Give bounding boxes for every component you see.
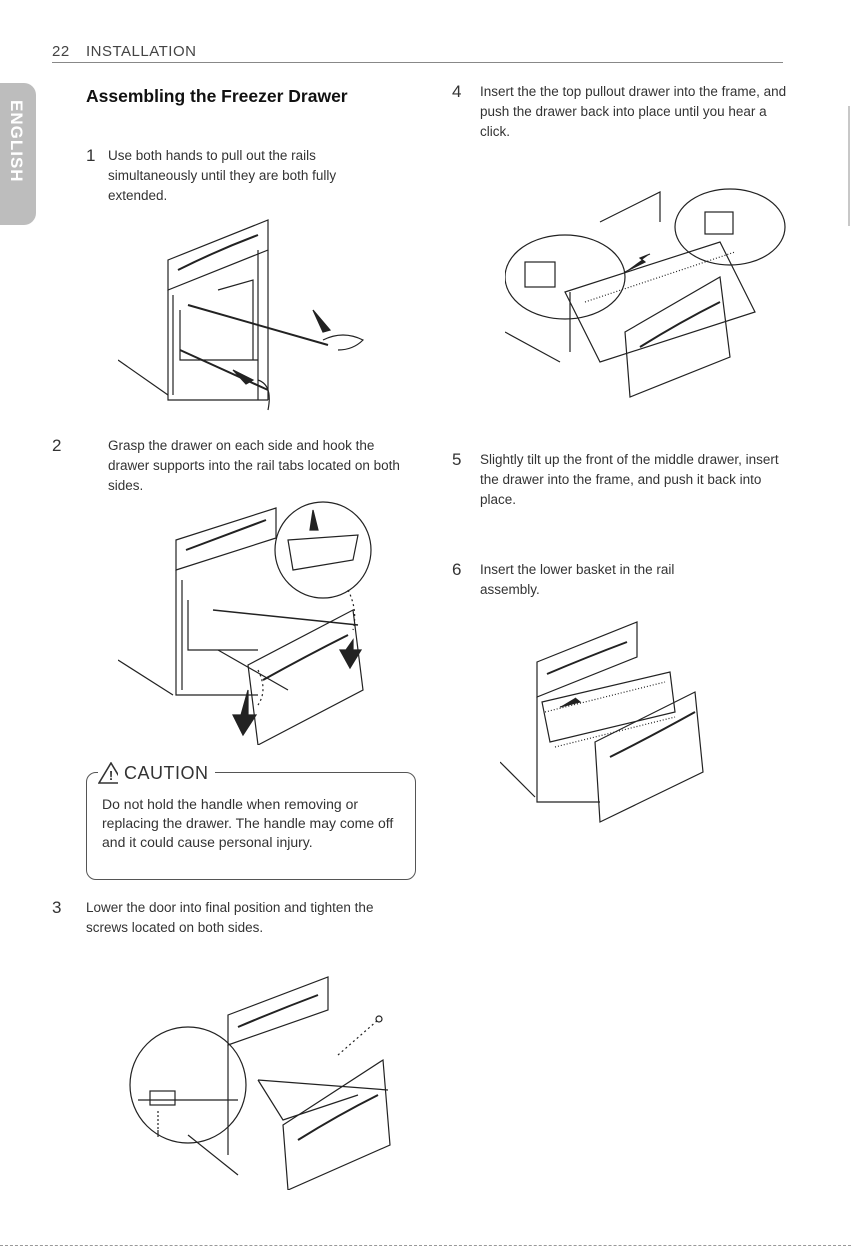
rails-extended-illustration [118,219,365,411]
section-title: INSTALLATION [86,43,197,60]
step-text: Slightly tilt up the front of the middle… [480,452,779,507]
step-number: 6 [452,560,462,579]
step-number: 2 [52,436,62,455]
language-tab-label: ENGLISH [7,100,26,183]
warning-icon: ! [98,762,124,784]
insert-top-drawer-illustration [505,188,786,398]
caution-heading: CAUTION [118,763,215,784]
caution-text: Do not hold the handle when removing or … [102,796,394,850]
step-text: Insert the lower basket in the rail asse… [480,562,675,597]
page-bottom-border [0,1245,851,1246]
tighten-screws-illustration [129,976,391,1190]
page-title: Assembling the Freezer Drawer [86,86,348,106]
language-tab: ENGLISH [0,83,36,225]
insert-lower-basket-illustration [500,621,704,823]
caution-box [86,772,416,880]
step-text: Use both hands to pull out the rails sim… [108,148,337,203]
step-text: Insert the the top pullout drawer into t… [480,84,787,139]
step-text: Grasp the drawer on each side and hook t… [108,438,400,493]
step-number: 4 [452,82,462,101]
step-number: 5 [452,450,462,469]
step-number: 1 [86,146,96,165]
page-number: 22 [52,43,70,60]
hook-drawer-supports-illustration [118,501,372,745]
step-number: 3 [52,898,62,917]
step-text: Lower the door into final position and t… [86,900,374,935]
page-edge-marker [848,106,850,226]
svg-text:!: ! [109,768,113,783]
header-rule [52,62,783,63]
